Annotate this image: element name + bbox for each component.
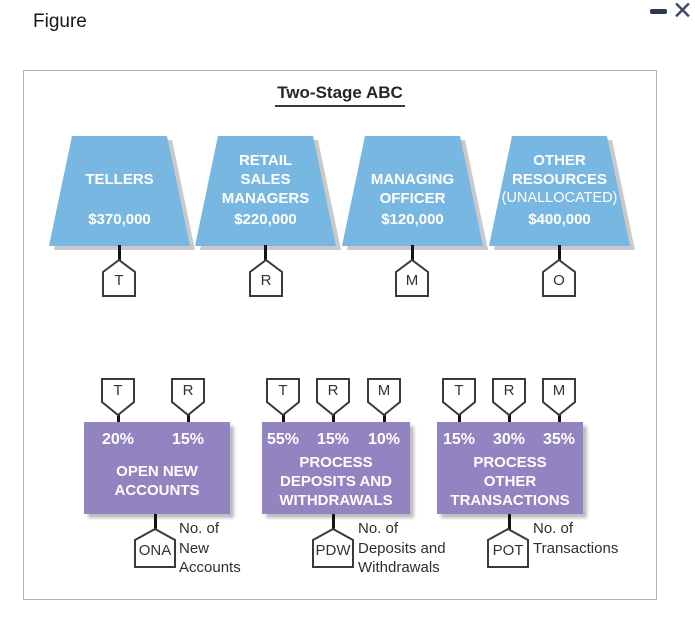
connector-stem	[117, 412, 120, 423]
resource-amount: $220,000	[234, 211, 297, 228]
resource-retail-sales-managers: RETAIL SALES MANAGERS $220,000	[195, 136, 342, 251]
allocation-tag-R: R	[492, 378, 526, 416]
resource-amount: $400,000	[528, 211, 591, 228]
tag-up-icon	[249, 259, 283, 297]
driver-tag-PDW: PDW	[312, 528, 354, 568]
tag-down-icon	[266, 378, 300, 416]
tag-up-icon	[542, 259, 576, 297]
connector-stem	[282, 412, 285, 423]
allocation-tag-M: M	[542, 378, 576, 416]
resource-name: TELLERS	[85, 171, 154, 188]
driver-label-pdw: No. of Deposits and Withdrawals	[358, 520, 446, 576]
allocation-tag-R: R	[316, 378, 350, 416]
window-title: Figure	[33, 11, 87, 32]
connector-stem	[118, 245, 121, 261]
resource-managing-officer: MANAGING OFFICER $120,000	[342, 136, 489, 251]
trapezoid-managing-officer: MANAGING OFFICER $120,000	[342, 136, 483, 246]
allocation-pct: 15%	[171, 431, 205, 448]
tag-down-icon	[171, 378, 205, 416]
driver-label-pot: No. of Transactions	[533, 520, 619, 557]
connector-stem	[154, 514, 157, 531]
allocation-pct: 30%	[492, 431, 526, 448]
resource-tag-O: O	[542, 259, 576, 297]
resource-amount: $370,000	[88, 211, 151, 228]
activity-open-new-accounts: 20% 15% OPEN NEW ACCOUNTS	[84, 422, 230, 514]
tag-up-icon	[487, 528, 529, 568]
allocation-tag-T: T	[442, 378, 476, 416]
resource-tag-R: R	[249, 259, 283, 297]
allocation-pct: 15%	[442, 431, 476, 448]
diagram-title: Two-Stage ABC	[24, 83, 656, 107]
connector-stem	[332, 514, 335, 531]
connector-stem	[332, 412, 335, 423]
connector-stem	[458, 412, 461, 423]
resource-tag-T: T	[102, 259, 136, 297]
diagram-panel: Two-Stage ABC TELLERS $370,000 RETAIL SA…	[23, 70, 657, 600]
connector-stem	[508, 514, 511, 531]
tag-down-icon	[316, 378, 350, 416]
allocation-tag-R: R	[171, 378, 205, 416]
tag-up-icon	[102, 259, 136, 297]
tag-down-icon	[442, 378, 476, 416]
trapezoid-tellers: TELLERS $370,000	[49, 136, 190, 246]
driver-label-ona: No. of New Accounts	[179, 520, 241, 576]
allocation-tag-T: T	[266, 378, 300, 416]
connector-stem	[508, 412, 511, 423]
connector-stem	[411, 245, 414, 261]
trapezoid-retail-sales-managers: RETAIL SALES MANAGERS $220,000	[195, 136, 336, 246]
connector-stem	[558, 245, 561, 261]
driver-tag-ONA: ONA	[134, 528, 176, 568]
tag-up-icon	[395, 259, 429, 297]
allocation-pct: 20%	[101, 431, 135, 448]
connector-stem	[187, 412, 190, 423]
connector-stem	[264, 245, 267, 261]
activity-label: PROCESS DEPOSITS AND WITHDRAWALS	[279, 453, 393, 509]
activity-process-deposits-withdrawals: 55% 15% 10% PROCESS DEPOSITS AND WITHDRA…	[262, 422, 410, 514]
driver-tag-POT: POT	[487, 528, 529, 568]
allocation-pct: 55%	[266, 431, 300, 448]
resource-name: OTHER RESOURCES (UNALLOCATED)	[501, 152, 618, 206]
tag-down-icon	[492, 378, 526, 416]
tag-up-icon	[312, 528, 354, 568]
resource-name: MANAGING OFFICER	[370, 171, 455, 207]
tag-down-icon	[542, 378, 576, 416]
allocation-pct: 10%	[367, 431, 401, 448]
connector-stem	[558, 412, 561, 423]
minimize-icon[interactable]	[650, 9, 667, 14]
resource-amount: $120,000	[381, 211, 444, 228]
allocation-pct: 15%	[316, 431, 350, 448]
allocation-tag-T: T	[101, 378, 135, 416]
tag-down-icon	[101, 378, 135, 416]
resource-name: RETAIL SALES MANAGERS	[221, 152, 310, 207]
activity-label: OPEN NEW ACCOUNTS	[114, 463, 200, 499]
connector-stem	[383, 412, 386, 423]
resource-tellers: TELLERS $370,000	[49, 136, 196, 251]
resource-other-resources: OTHER RESOURCES (UNALLOCATED) $400,000	[489, 136, 636, 251]
tag-down-icon	[367, 378, 401, 416]
close-icon[interactable]: ✕	[672, 0, 693, 25]
tag-up-icon	[134, 528, 176, 568]
trapezoid-other-resources: OTHER RESOURCES (UNALLOCATED) $400,000	[489, 136, 630, 246]
activity-label: PROCESS OTHER TRANSACTIONS	[450, 453, 570, 509]
allocation-pct: 35%	[542, 431, 576, 448]
activity-process-other-transactions: 15% 30% 35% PROCESS OTHER TRANSACTIONS	[437, 422, 583, 514]
resource-tag-M: M	[395, 259, 429, 297]
allocation-tag-M: M	[367, 378, 401, 416]
